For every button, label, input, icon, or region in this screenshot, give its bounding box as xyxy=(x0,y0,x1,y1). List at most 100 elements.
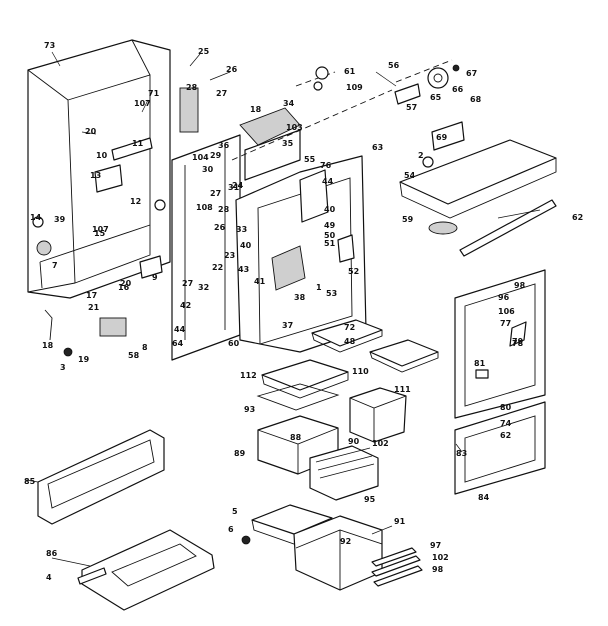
callout-18: 18 xyxy=(42,341,54,350)
callout-107: 107 xyxy=(92,225,109,234)
callout-32: 32 xyxy=(198,283,209,292)
callout-59: 59 xyxy=(402,215,414,224)
part-68 xyxy=(427,67,449,89)
callout-19: 19 xyxy=(78,355,90,364)
callout-98: 98 xyxy=(432,565,444,574)
callout-40: 40 xyxy=(324,205,336,214)
callout-88: 88 xyxy=(290,433,302,442)
callout-62: 62 xyxy=(500,431,511,440)
rail-98 xyxy=(371,547,417,567)
callout-27: 27 xyxy=(216,89,227,98)
part-67 xyxy=(433,73,443,83)
part-17 xyxy=(139,255,163,279)
callout-69: 69 xyxy=(436,133,448,142)
callout-86: 86 xyxy=(46,549,58,558)
callout-23: 23 xyxy=(224,251,235,260)
part-21 xyxy=(44,309,53,341)
callout-99: 99 xyxy=(0,0,12,2)
callout-54: 54 xyxy=(404,171,416,180)
callout-24: 24 xyxy=(232,181,244,190)
callout-76: 76 xyxy=(320,161,332,170)
callout-64: 64 xyxy=(172,339,184,348)
drawing-layer xyxy=(27,39,557,611)
callout-17: 17 xyxy=(86,291,97,300)
callout-95: 95 xyxy=(364,495,376,504)
callout-79: 79 xyxy=(512,337,524,346)
callout-109: 109 xyxy=(346,83,363,92)
part-38 xyxy=(337,234,355,263)
callout-100: 100 xyxy=(0,0,17,2)
callout-84: 84 xyxy=(478,493,490,502)
part-6 xyxy=(77,567,107,585)
part-63 xyxy=(428,221,458,235)
callout-1: 1 xyxy=(316,283,322,292)
part-54 xyxy=(431,121,465,151)
callout-33: 33 xyxy=(236,225,247,234)
callout-56: 56 xyxy=(388,61,400,70)
callout-52: 52 xyxy=(348,267,359,276)
callout-98: 98 xyxy=(514,281,526,290)
callout-30: 30 xyxy=(202,165,214,174)
part-8 xyxy=(63,347,73,357)
callout-51: 51 xyxy=(324,239,336,248)
callout-73: 73 xyxy=(44,41,55,50)
callout-31: 31 xyxy=(228,183,240,192)
callout-25: 25 xyxy=(198,47,210,56)
part-74 xyxy=(475,369,489,379)
callout-93: 93 xyxy=(244,405,255,414)
callout-38: 38 xyxy=(294,293,306,302)
callout-89: 89 xyxy=(234,449,246,458)
callout-48: 48 xyxy=(344,337,356,346)
callout-39: 39 xyxy=(54,215,66,224)
callout-2: 2 xyxy=(418,151,424,160)
rail-100 xyxy=(373,565,423,587)
callout-15: 15 xyxy=(94,229,106,238)
callout-90: 90 xyxy=(348,437,360,446)
callout-63: 63 xyxy=(372,143,383,152)
part-79 xyxy=(509,321,527,347)
door-liner-upper xyxy=(454,269,546,419)
part-69 xyxy=(452,64,460,72)
callout-28: 28 xyxy=(186,83,198,92)
callout-78: 78 xyxy=(512,339,524,348)
callout-43: 43 xyxy=(238,265,249,274)
callout-29: 29 xyxy=(210,151,222,160)
callout-50: 50 xyxy=(324,231,336,240)
part-59 xyxy=(422,156,434,168)
callout-66: 66 xyxy=(452,85,464,94)
part-12 xyxy=(94,164,123,193)
callout-104: 104 xyxy=(192,153,209,162)
callout-53: 53 xyxy=(326,289,337,298)
callout-22: 22 xyxy=(212,263,223,272)
callout-108: 108 xyxy=(196,203,213,212)
callout-27: 27 xyxy=(182,279,193,288)
part-66 xyxy=(394,83,421,105)
part-35 xyxy=(239,107,301,146)
leader-lines xyxy=(25,51,541,567)
callout-36: 36 xyxy=(218,141,230,150)
callout-57: 57 xyxy=(406,103,417,112)
callout-8: 8 xyxy=(142,343,148,352)
base-pan xyxy=(81,529,215,611)
callout-102: 102 xyxy=(432,553,449,562)
callout-41: 41 xyxy=(254,277,266,286)
callout-97: 97 xyxy=(430,541,441,550)
callout-112: 112 xyxy=(240,371,257,380)
callout-60: 60 xyxy=(228,339,240,348)
callout-20: 20 xyxy=(120,279,132,288)
rail-99 xyxy=(371,555,421,577)
callout-77: 77 xyxy=(500,319,511,328)
callout-74: 74 xyxy=(500,419,512,428)
callout-12: 12 xyxy=(130,197,141,206)
callout-11: 11 xyxy=(132,139,144,148)
callout-26: 26 xyxy=(214,223,226,232)
callout-4: 4 xyxy=(46,573,52,582)
callout-55: 55 xyxy=(304,155,316,164)
callout-28: 28 xyxy=(218,205,230,214)
callout-65: 65 xyxy=(430,93,442,102)
callout-37: 37 xyxy=(282,321,293,330)
callout-18: 18 xyxy=(250,105,262,114)
